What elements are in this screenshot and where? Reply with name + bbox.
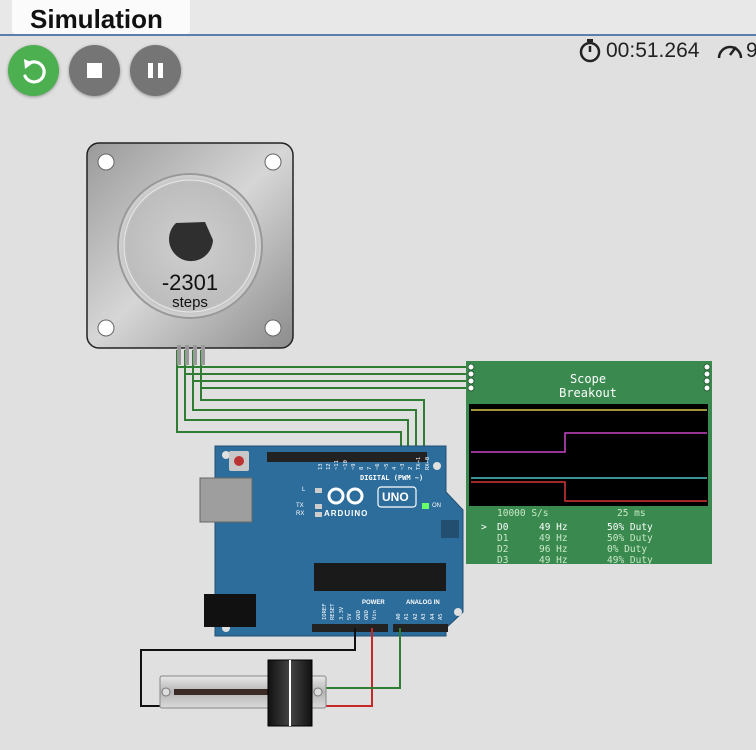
arduino-power-label: POWER — [362, 600, 385, 606]
motor-wires — [176, 350, 469, 452]
scope-channel-freq: 96 Hz — [539, 544, 568, 555]
scope-title-line2: Breakout — [559, 386, 617, 400]
scope-channel-name: D2 — [497, 544, 509, 555]
restart-button[interactable] — [8, 45, 59, 96]
arduino-analog-pin-label: A5 — [438, 613, 444, 620]
arduino-power-pin-label: 5V — [347, 613, 354, 620]
scope-channel-freq: 49 Hz — [539, 533, 568, 544]
scope-channel-marker: > — [481, 522, 487, 533]
scope-channel-name: D3 — [497, 555, 509, 566]
scope-channel-freq: 49 Hz — [539, 555, 568, 566]
arduino-digital-pin-label: RX←0 — [424, 456, 431, 470]
arduino-rx-label: RX — [296, 511, 305, 517]
arduino-analog-pin-label: A2 — [412, 613, 419, 620]
arduino-digital-pin-label: 2 — [408, 466, 415, 470]
arduino-digital-pin-label: ~6 — [375, 463, 382, 470]
scope-channel-duty: 50% Duty — [607, 522, 653, 533]
arduino-digital-pin-label: ~11 — [334, 460, 341, 470]
stepper-motor — [86, 142, 294, 365]
arduino-power-pin-label: RESET — [330, 603, 337, 620]
stop-button[interactable] — [69, 45, 120, 96]
slide-potentiometer — [159, 659, 327, 727]
restart-icon — [23, 59, 46, 84]
arduino-digital-pin-label: ~3 — [400, 463, 406, 470]
scope-channel-freq: 49 Hz — [539, 522, 568, 533]
scope-window: 25 ms — [617, 508, 646, 519]
arduino-analog-label: ANALOG IN — [406, 600, 440, 606]
stop-icon — [87, 63, 102, 78]
arduino-digital-pin-label: 7 — [367, 466, 374, 470]
arduino-analog-pin-label: A1 — [404, 613, 411, 620]
pause-button[interactable] — [130, 45, 181, 96]
arduino-digital-pin-label: ~9 — [350, 463, 357, 470]
scope-sample-rate: 10000 S/s — [497, 508, 549, 519]
sim-time-value: 00:51.264 — [606, 39, 700, 62]
scope-channel-duty: 50% Duty — [607, 533, 653, 544]
tab-simulation-label: Simulation — [30, 4, 163, 34]
arduino-l-label: L — [302, 487, 306, 493]
scope-channel-duty: 49% Duty — [607, 555, 653, 566]
arduino-brand: ARDUINO — [324, 509, 369, 518]
speedometer-icon — [717, 45, 743, 59]
arduino-digital-label: DIGITAL (PWM ~) — [360, 474, 424, 482]
scope-channel-name: D0 — [497, 522, 509, 533]
arduino-power-pin-label: Vin — [372, 610, 379, 620]
arduino-digital-pin-label: ~5 — [383, 463, 390, 470]
arduino-digital-pin-label: 8 — [359, 466, 365, 470]
stopwatch-icon — [579, 39, 601, 63]
arduino-on-label: ON — [432, 503, 441, 509]
arduino-digital-pin-label: 13 — [318, 463, 324, 470]
arduino-digital-pin-label: TX→1 — [416, 456, 423, 470]
arduino-analog-pin-label: A0 — [396, 613, 402, 620]
tab-simulation[interactable]: Simulation — [12, 0, 190, 34]
arduino-digital-pin-label: 4 — [391, 466, 398, 470]
arduino-power-pin-label: GND — [364, 610, 370, 620]
arduino-digital-pin-label: ~10 — [342, 460, 349, 470]
sim-speed-value: 9 — [746, 39, 756, 62]
top-bar: Simulation — [0, 0, 756, 36]
scope-channel-name: D1 — [497, 533, 509, 544]
arduino-analog-pin-label: A4 — [429, 613, 436, 620]
arduino-analog-pin-label: A3 — [421, 613, 428, 620]
scope-title-line1: Scope — [569, 372, 607, 386]
stepper-step-count: -2301 — [161, 270, 219, 295]
arduino-power-pin-label: 3.3V — [338, 606, 345, 620]
arduino-power-pin-label: IOREF — [322, 603, 328, 620]
arduino-tx-label: TX — [296, 503, 304, 509]
scope-channel-duty: 0% Duty — [607, 544, 648, 555]
arduino-digital-pin-label: 12 — [326, 463, 333, 470]
pause-icon — [148, 63, 163, 78]
arduino-model: UNO — [382, 490, 409, 504]
stepper-step-unit: steps — [172, 294, 208, 311]
arduino-power-pin-label: GND — [355, 610, 362, 620]
